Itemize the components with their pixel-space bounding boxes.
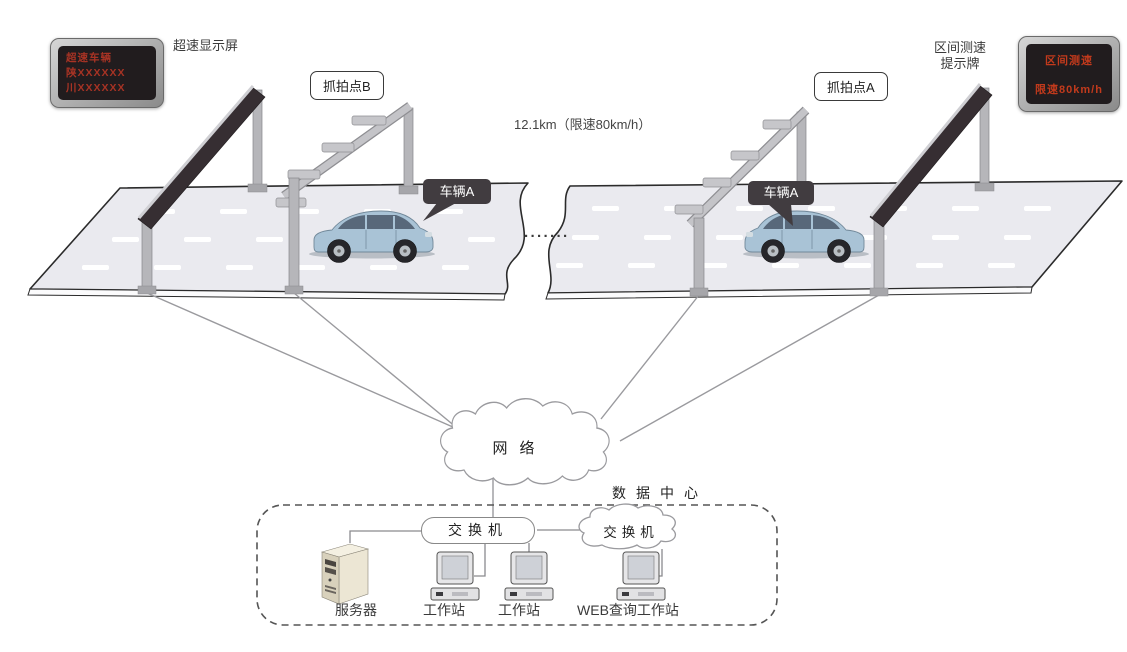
workstation-2-label: 工作站 bbox=[498, 602, 540, 618]
workstation-icon bbox=[504, 551, 554, 601]
server-label: 服务器 bbox=[335, 602, 377, 618]
interval-sign-label: 区间测速 提示牌 bbox=[920, 40, 1000, 72]
vehicle-a-bubble-right: 车辆A bbox=[748, 181, 814, 205]
gantry-interval-sign bbox=[869, 83, 995, 297]
network-cloud bbox=[440, 398, 610, 486]
web-workstation-label: WEB查询工作站 bbox=[577, 602, 679, 618]
capture-point-a-box: 抓拍点A bbox=[814, 72, 888, 101]
led-line: 超速车辆 bbox=[66, 52, 112, 64]
switch-main-box: 交换机 bbox=[421, 517, 535, 544]
interval-led-display: 区间测速 限速80km/h bbox=[1018, 36, 1120, 112]
workstation-icon bbox=[430, 551, 480, 601]
led-line: 限速80km/h bbox=[1035, 84, 1103, 96]
data-center-box bbox=[256, 504, 778, 626]
interval-sign-label-line2: 提示牌 bbox=[940, 56, 980, 71]
road-gap-dots: ······· bbox=[524, 228, 570, 245]
gantry-capture-a bbox=[674, 106, 812, 297]
camera-bracket-icon bbox=[674, 119, 792, 215]
bubble-tail-right bbox=[768, 204, 793, 226]
workstation-icon bbox=[616, 551, 666, 601]
overspeed-display-label: 超速显示屏 bbox=[173, 38, 239, 53]
led-line: 川XXXXXX bbox=[66, 82, 126, 94]
led-line: 区间测速 bbox=[1045, 55, 1093, 67]
car-right bbox=[743, 210, 869, 263]
interval-sign-label-line1: 区间测速 bbox=[933, 40, 986, 55]
switch-cloud bbox=[578, 503, 676, 550]
overspeed-led-display: 超速车辆 陕XXXXXX 川XXXXXX bbox=[50, 38, 164, 108]
vehicle-a-bubble-left: 车辆A bbox=[423, 179, 491, 204]
workstation-1-label: 工作站 bbox=[423, 602, 465, 618]
switch-cloud-label: 交换机 bbox=[603, 525, 659, 540]
gantry-capture-b bbox=[275, 102, 419, 295]
led-line: 陕XXXXXX bbox=[66, 67, 126, 79]
network-cloud-label: 网络 bbox=[492, 440, 547, 457]
bubble-tail-left bbox=[423, 203, 456, 221]
car-left bbox=[309, 210, 435, 263]
data-center-title: 数据中心 bbox=[612, 485, 708, 501]
server-icon bbox=[320, 543, 370, 605]
capture-point-b-box: 抓拍点B bbox=[310, 71, 384, 100]
section-distance-label: 12.1km（限速80km/h） bbox=[514, 117, 652, 132]
connection-lines bbox=[146, 292, 880, 519]
led-screen: 区间测速 限速80km/h bbox=[1026, 44, 1112, 104]
gantry-overspeed-display bbox=[137, 85, 268, 295]
led-screen: 超速车辆 陕XXXXXX 川XXXXXX bbox=[58, 46, 156, 100]
